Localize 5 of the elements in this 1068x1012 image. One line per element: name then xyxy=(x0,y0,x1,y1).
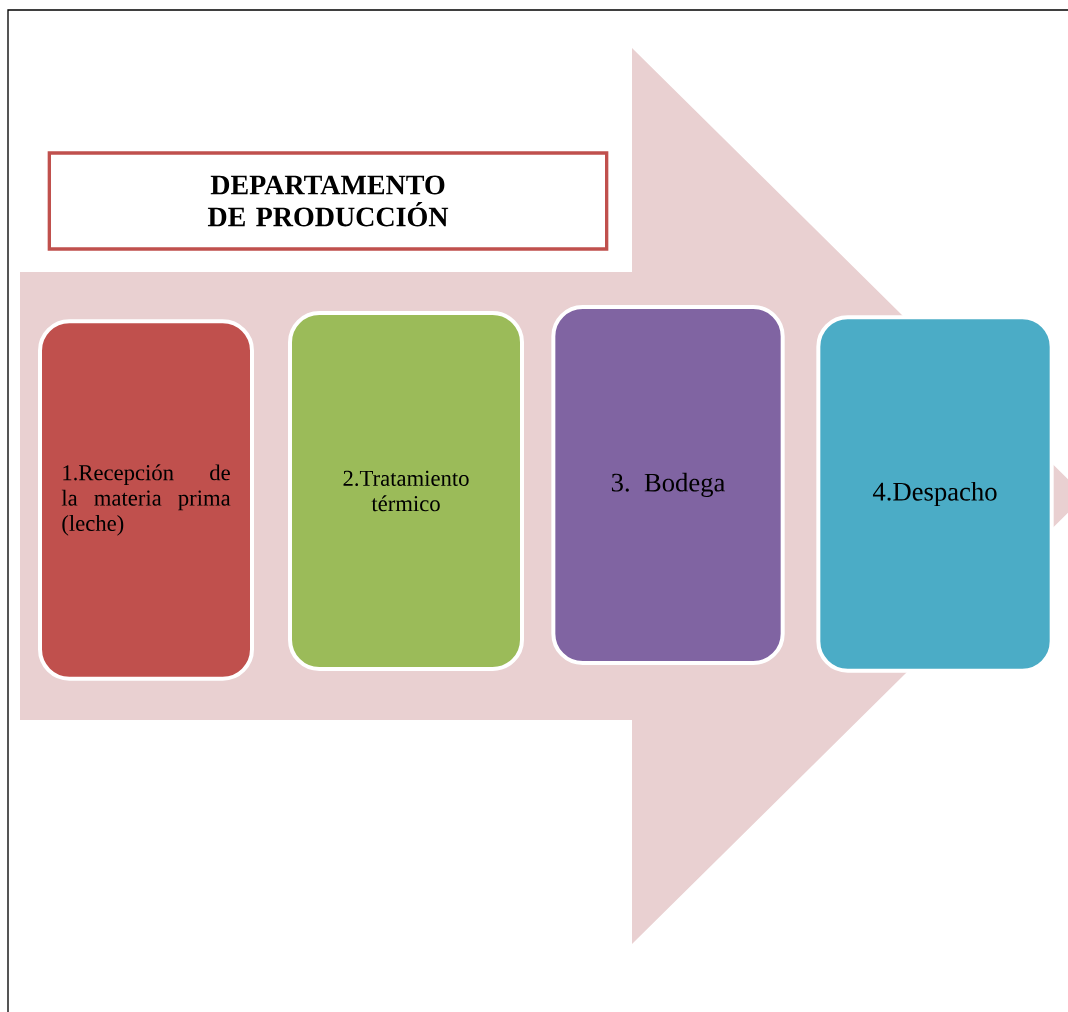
title-box: DEPARTAMENTO DE PRODUCCIÓN xyxy=(47,151,609,251)
process-box: 1.Recepción de la materia prima (leche) xyxy=(38,319,254,681)
process-box: 3. Bodega xyxy=(551,305,785,665)
process-box: 2.Tratamiento térmico xyxy=(288,311,524,671)
process-box: 4.Despacho xyxy=(816,315,1054,673)
